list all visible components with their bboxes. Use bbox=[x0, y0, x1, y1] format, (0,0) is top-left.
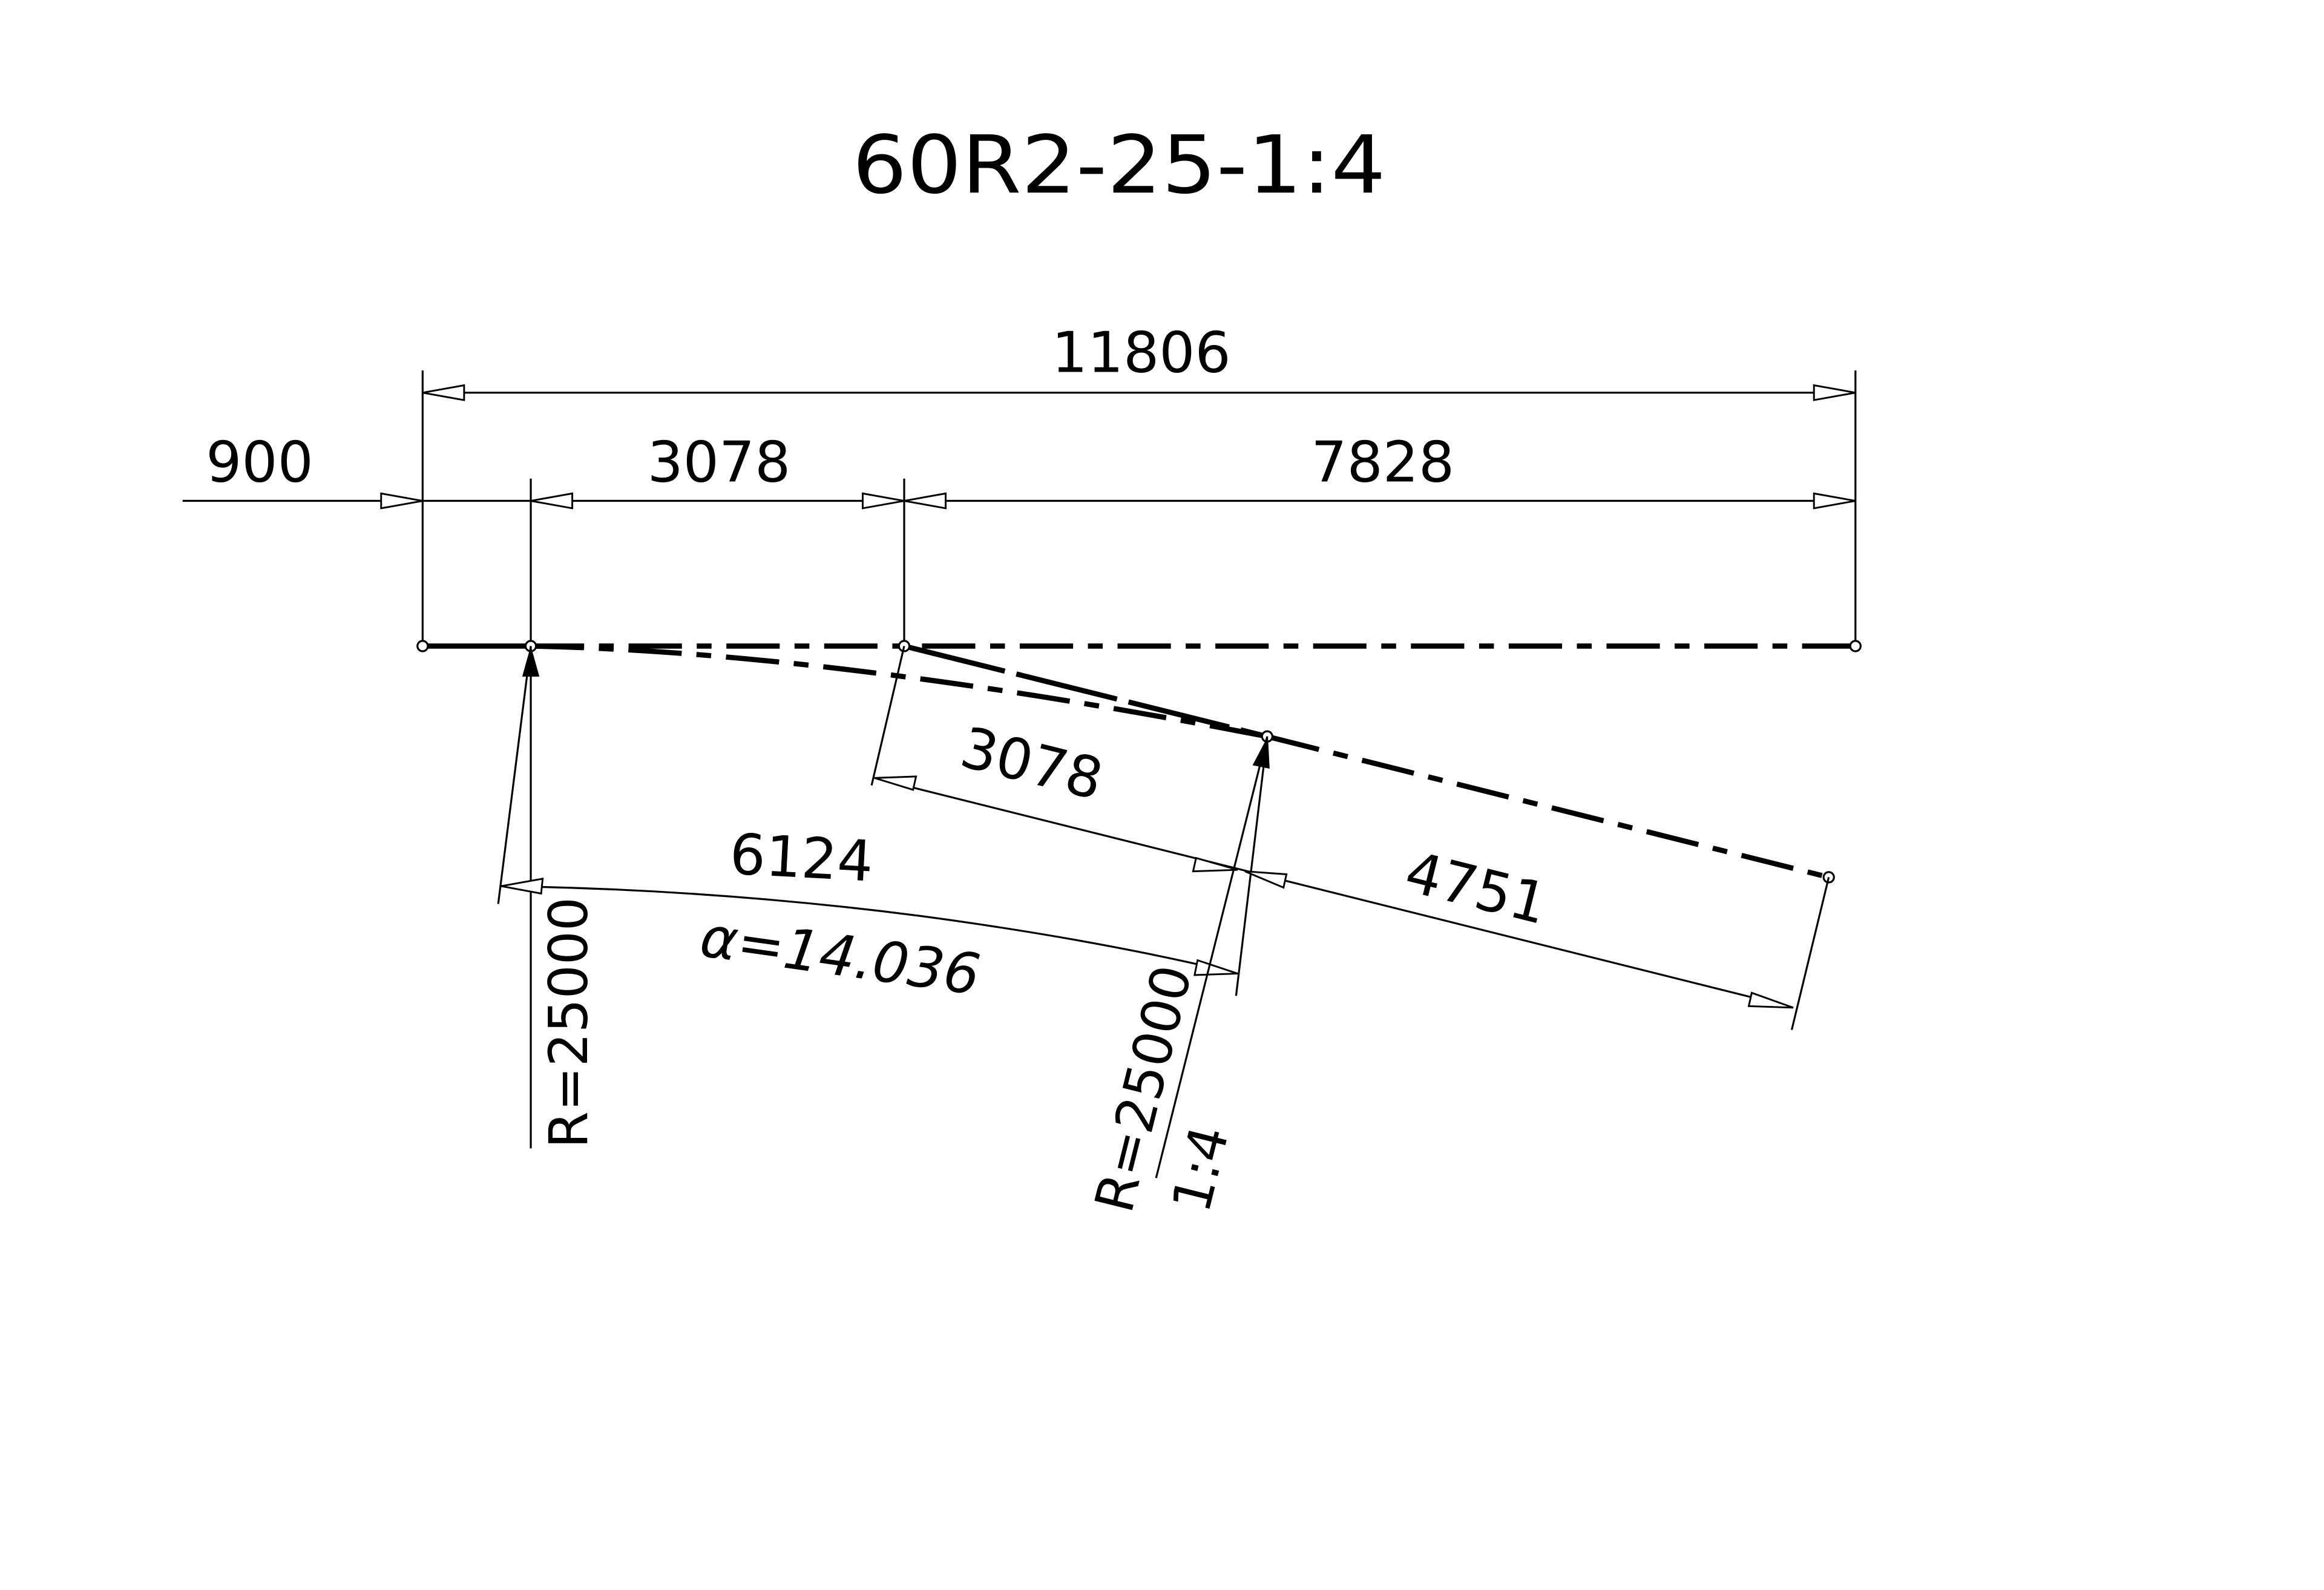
diverging-dimensions: 3078 4751 bbox=[870, 646, 1830, 1030]
dimension-overall: 11806 bbox=[421, 320, 1857, 646]
arc-length-label: 6124 bbox=[728, 821, 875, 894]
radius-main-label: R=25000 bbox=[537, 897, 600, 1148]
diverging-tail-label: 4751 bbox=[1399, 839, 1554, 937]
diverging-lead-label: 3078 bbox=[954, 715, 1109, 813]
lead-label: 3078 bbox=[648, 430, 791, 495]
overall-length-label: 11806 bbox=[1052, 320, 1231, 386]
radius-diverging: R=25000 1:4 bbox=[1083, 736, 1270, 1218]
ratio-label: 1:4 bbox=[1160, 1120, 1241, 1218]
offset-label: 900 bbox=[206, 430, 313, 495]
dimension-row: 900 3078 7828 bbox=[182, 430, 1856, 646]
radius-main: R=25000 bbox=[522, 645, 600, 1148]
track-geometry bbox=[416, 640, 1862, 884]
drawing-title: 60R2-25-1:4 bbox=[852, 119, 1385, 212]
arc-dimension: 6124 α=14.036 bbox=[497, 646, 1269, 1008]
straight-tail-label: 7828 bbox=[1311, 430, 1454, 495]
